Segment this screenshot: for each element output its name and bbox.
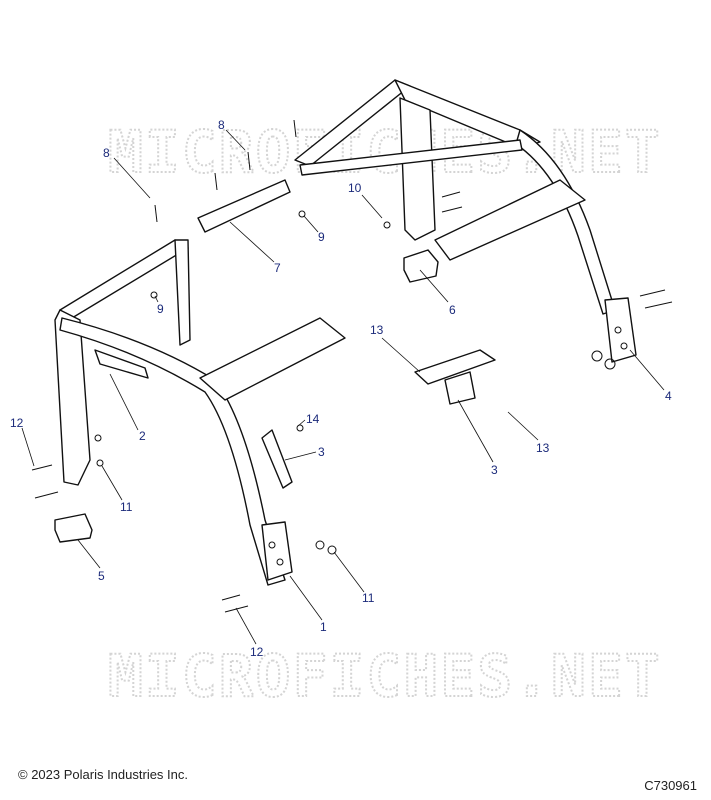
callout-labels: 8 8 10 9 7 9 6 13 4 2 12 14 3 3 13 11 5 … <box>10 118 672 659</box>
copyright-notice: © 2023 Polaris Industries Inc. <box>18 767 188 782</box>
callout-13-top: 13 <box>370 323 384 337</box>
callout-11-left: 11 <box>120 500 133 514</box>
leader-lines <box>21 129 665 645</box>
callout-3-left: 3 <box>318 445 325 459</box>
callout-3-right: 3 <box>491 463 498 477</box>
mount-plate <box>197 179 291 233</box>
callout-8-left: 8 <box>103 146 110 160</box>
watermark-bottom: MICROFICHES.NET <box>108 642 662 710</box>
callout-6: 6 <box>449 303 456 317</box>
callout-9-right: 9 <box>318 230 325 244</box>
callout-13-bottom: 13 <box>536 441 550 455</box>
callout-14: 14 <box>306 412 320 426</box>
callout-1: 1 <box>320 620 327 634</box>
watermark-top: MICROFICHES.NET <box>108 118 662 186</box>
callout-2: 2 <box>139 429 146 443</box>
mount-block-front <box>54 513 93 543</box>
callout-7: 7 <box>274 261 281 275</box>
callout-4: 4 <box>665 389 672 403</box>
callout-5: 5 <box>98 569 105 583</box>
center-bracket <box>414 349 496 405</box>
callout-12-left: 12 <box>10 416 24 430</box>
mount-block-rear <box>403 249 439 283</box>
callout-9-left: 9 <box>157 302 164 316</box>
brace-link <box>261 429 293 489</box>
rear-cage-hoop <box>294 79 637 363</box>
nuts <box>94 210 616 555</box>
callout-10: 10 <box>348 181 362 195</box>
callout-11-right: 11 <box>362 591 375 605</box>
diagram-id: C730961 <box>644 778 697 793</box>
front-cage-hoop <box>54 239 346 586</box>
callout-8-top: 8 <box>218 118 225 132</box>
callout-12-bottom: 12 <box>250 645 264 659</box>
